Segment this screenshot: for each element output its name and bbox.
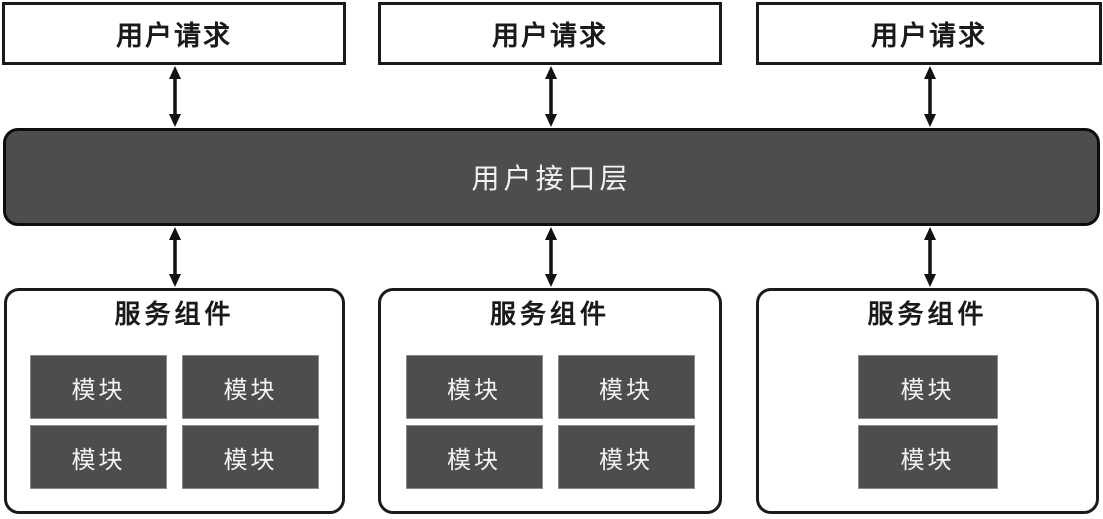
module-block: 模块: [30, 355, 167, 419]
module-block: 模块: [857, 355, 998, 419]
module-block: 模块: [857, 425, 998, 489]
interface-layer-bar: 用户接口层: [3, 128, 1100, 226]
module-block: 模块: [557, 425, 695, 489]
module-block: 模块: [182, 425, 319, 489]
module-block: 模块: [557, 355, 695, 419]
user-request-box-3: 用户请求: [756, 2, 1102, 65]
module-block: 模块: [405, 425, 543, 489]
double-arrow-icon: [919, 66, 941, 127]
service-component-title: 服务组件: [114, 300, 235, 329]
module-grid: 模块 模块 模块 模块: [405, 355, 695, 489]
service-component-title: 服务组件: [489, 300, 610, 329]
service-component-2: 服务组件 模块 模块 模块 模块: [378, 288, 722, 514]
double-arrow-icon: [540, 66, 562, 127]
service-component-1: 服务组件 模块 模块 模块 模块: [4, 288, 345, 514]
user-request-box-1: 用户请求: [2, 2, 346, 65]
double-arrow-icon: [164, 66, 186, 127]
double-arrow-icon: [164, 227, 186, 287]
double-arrow-icon: [919, 227, 941, 287]
module-block: 模块: [30, 425, 167, 489]
user-request-box-2: 用户请求: [378, 2, 722, 65]
module-block: 模块: [405, 355, 543, 419]
module-block: 模块: [182, 355, 319, 419]
service-component-title: 服务组件: [867, 300, 988, 329]
module-grid: 模块 模块: [857, 355, 998, 489]
module-grid: 模块 模块 模块 模块: [30, 355, 319, 489]
double-arrow-icon: [540, 227, 562, 287]
service-component-3: 服务组件 模块 模块: [756, 288, 1099, 514]
